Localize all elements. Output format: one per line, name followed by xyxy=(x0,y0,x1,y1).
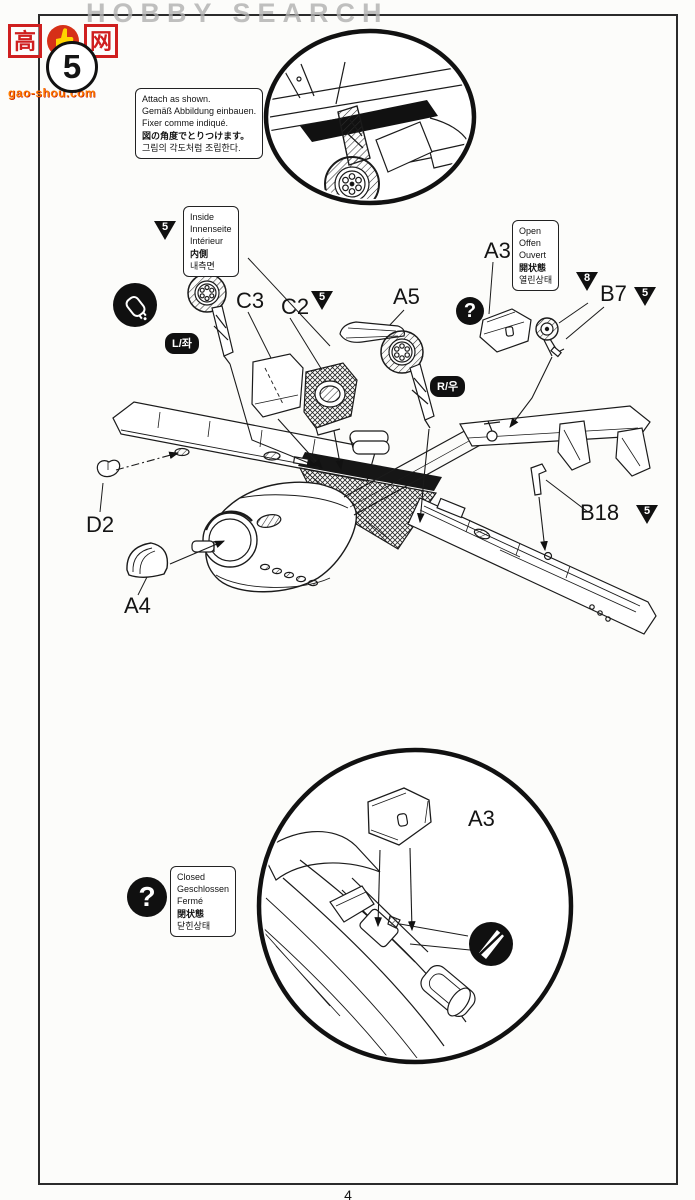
glue-bottle-icon xyxy=(125,296,147,321)
marker-triangle-8: 8 xyxy=(576,272,598,291)
part-label-d2: D2 xyxy=(86,512,115,537)
note-line: Offen xyxy=(519,238,541,249)
glue-applicator-icon xyxy=(469,922,513,966)
page-number: 4 xyxy=(344,1187,352,1200)
marker-number: 5 xyxy=(318,291,326,303)
part-label-b18: B18 xyxy=(580,500,620,525)
note-line: Inside xyxy=(190,212,215,222)
part-label-a5: A5 xyxy=(393,284,420,309)
marker-triangle-5: 5 xyxy=(634,287,656,306)
inside-note: Inside Innenseite Intérieur 内側 내측면 xyxy=(183,206,239,278)
page-border-frame xyxy=(38,14,678,1185)
note-line: Attach as shown. xyxy=(142,94,211,104)
marker-number: 5 xyxy=(161,221,169,233)
watermark-hanzi-right: 网 xyxy=(84,24,118,58)
no-glue-icon xyxy=(113,283,157,327)
note-line: 내측면 xyxy=(190,260,215,271)
part-label-c3: C3 xyxy=(236,288,265,313)
part-label-a3-inset: A3 xyxy=(468,806,495,831)
note-line: Fixer comme indiqué. xyxy=(142,118,229,129)
note-line: Gemäß Abbildung einbauen. xyxy=(142,106,257,117)
note-line: Ouvert xyxy=(519,250,547,261)
note-line: Closed xyxy=(177,872,206,882)
leader-lines xyxy=(99,257,605,823)
question-icon: ? xyxy=(127,877,167,917)
note-line: 그림의 각도처럼 조립한다. xyxy=(142,142,241,153)
closed-note: Closed Geschlossen Fermé 閉状態 닫힌상태 xyxy=(170,866,237,938)
top-detail-inset xyxy=(263,28,477,206)
note-line: Intérieur xyxy=(190,236,224,247)
badge-right-side: R/우 xyxy=(430,376,466,397)
note-line: 図の角度でとりつけます。 xyxy=(142,130,250,141)
note-line: Geschlossen xyxy=(177,884,230,895)
step-number-circle: 5 xyxy=(46,41,98,93)
watermark-hanzi-left: 高 xyxy=(8,24,42,58)
part-label-c2: C2 xyxy=(281,294,310,319)
hobby-search-watermark: HOBBY SEARCH xyxy=(86,0,389,28)
aircraft-diagram xyxy=(96,273,657,635)
bottom-detail-inset xyxy=(256,747,574,1065)
marker-number: 5 xyxy=(643,505,651,517)
marker-number: 8 xyxy=(583,272,591,284)
marker-triangle-5: 5 xyxy=(311,291,333,310)
note-line: 内側 xyxy=(190,248,209,259)
marker-triangle-5: 5 xyxy=(636,505,658,524)
part-label-a3: A3 xyxy=(484,238,511,263)
marker-triangle-5: 5 xyxy=(154,221,176,240)
note-line: 開状態 xyxy=(519,262,547,273)
part-label-b7: B7 xyxy=(600,281,627,306)
note-line: Innenseite xyxy=(190,224,232,235)
question-icon: ? xyxy=(456,297,484,325)
note-line: Open xyxy=(519,226,542,236)
part-label-a4: A4 xyxy=(124,593,151,618)
note-line: 닫힌상태 xyxy=(177,920,211,931)
note-line: 閉状態 xyxy=(177,908,205,919)
attach-note: Attach as shown. Gemäß Abbildung einbaue… xyxy=(135,88,264,160)
note-line: Fermé xyxy=(177,896,204,907)
marker-number: 5 xyxy=(641,287,649,299)
open-note: Open Offen Ouvert 開状態 열린상태 xyxy=(512,220,560,292)
note-line: 열린상태 xyxy=(519,274,553,285)
badge-left-side: L/좌 xyxy=(165,333,199,354)
